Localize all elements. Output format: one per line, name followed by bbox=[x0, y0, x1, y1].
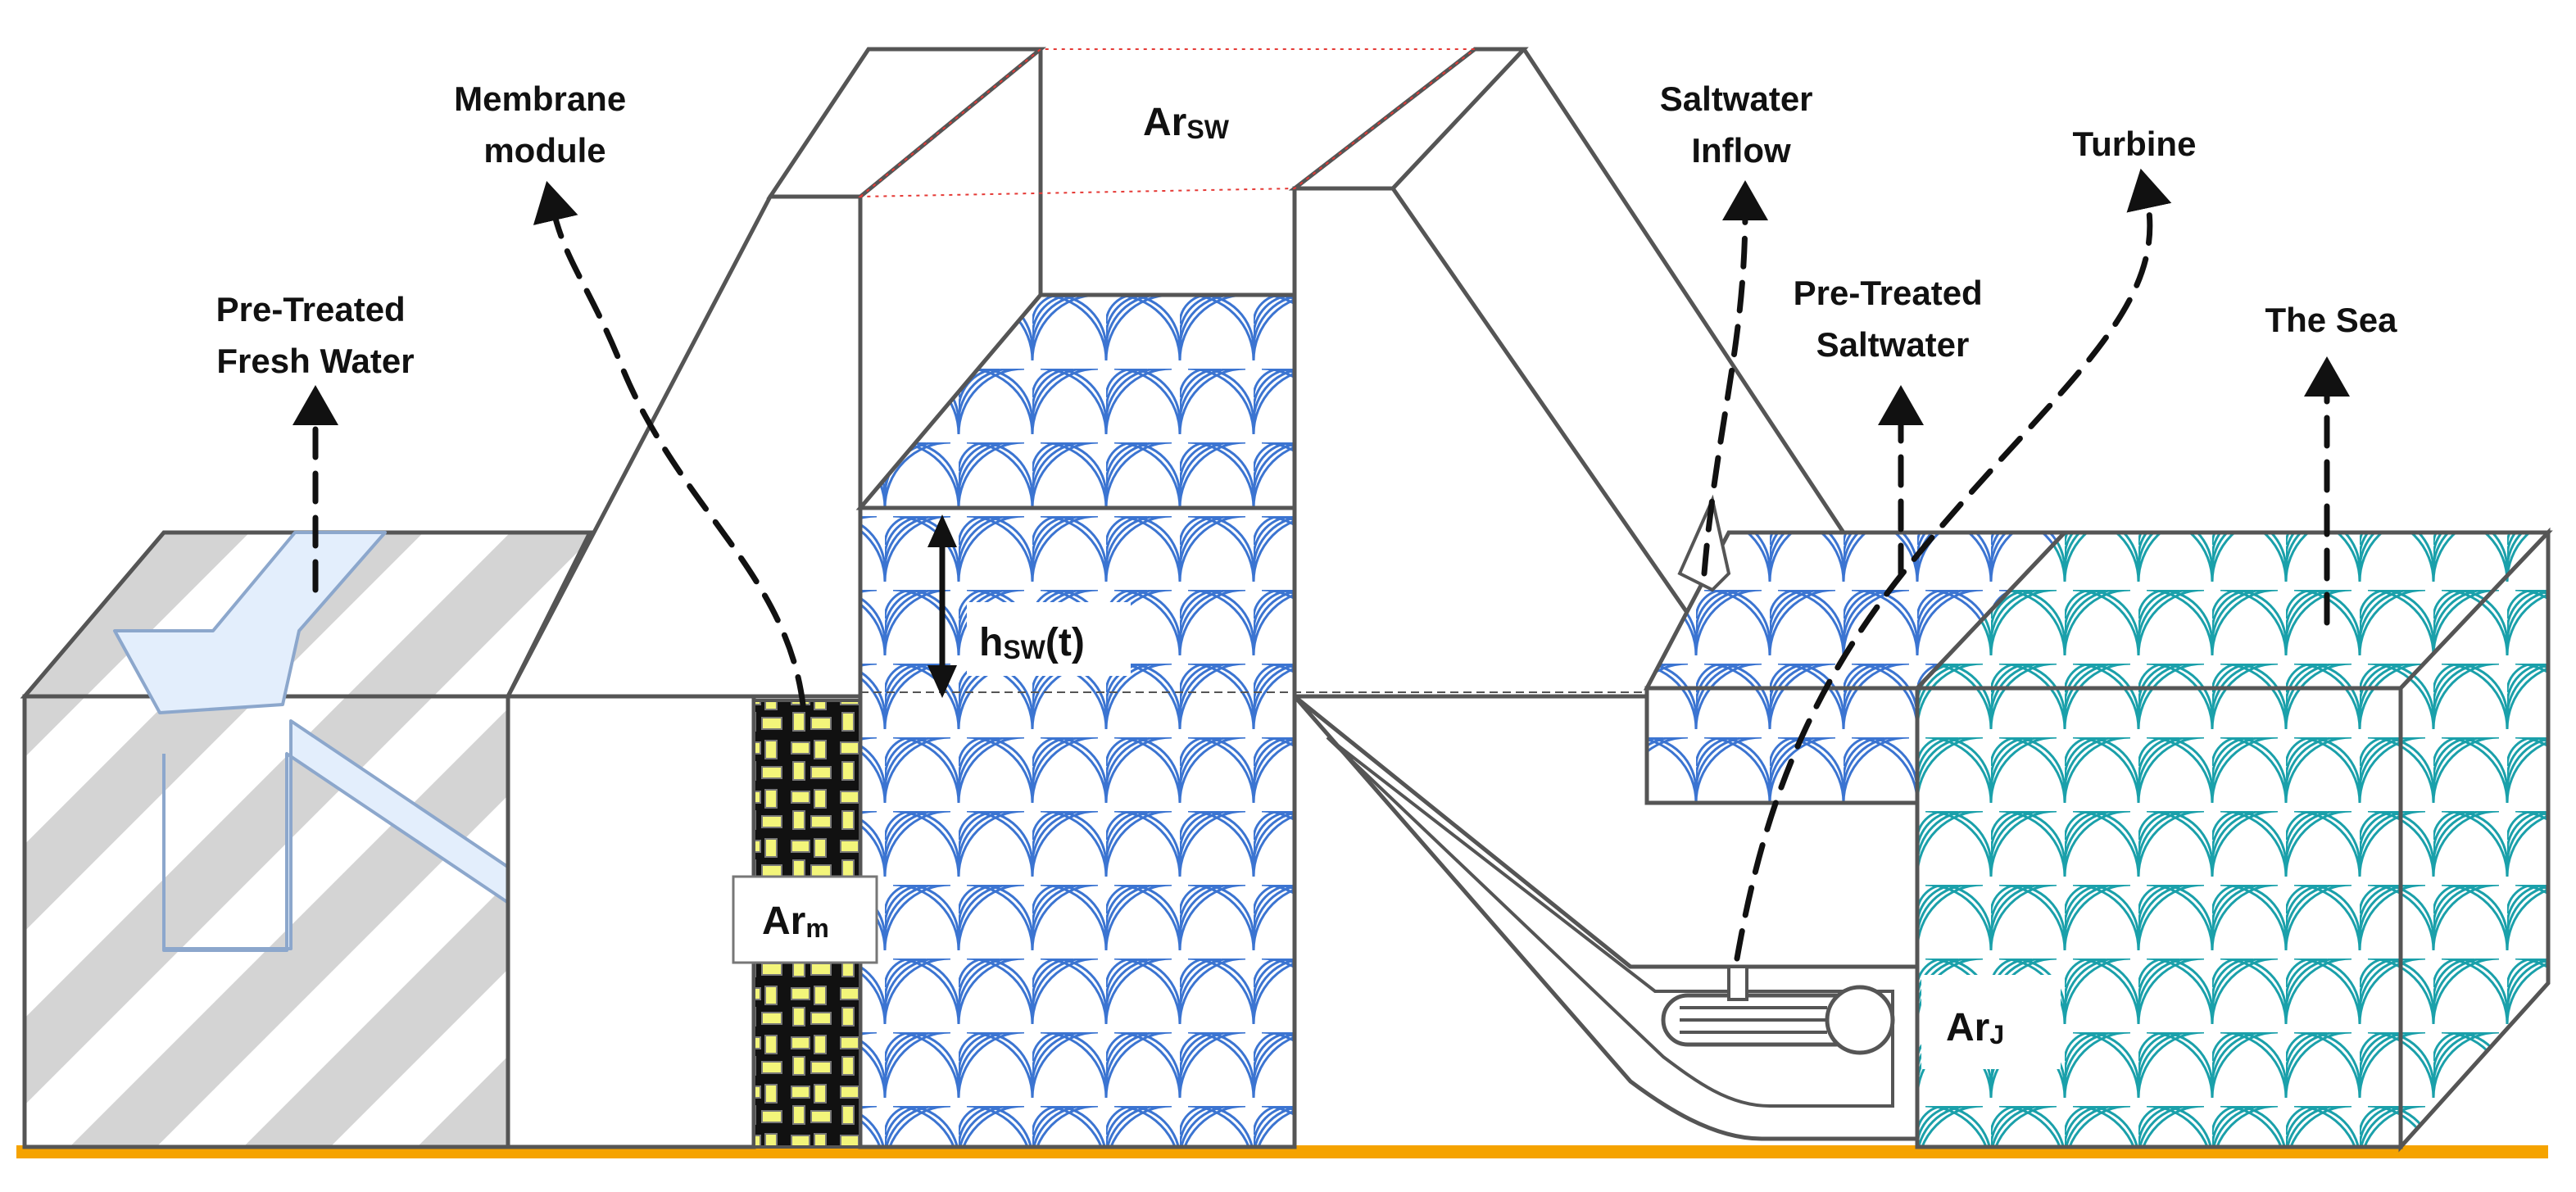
pretreated-saltwater-label: Pre-Treated Saltwater bbox=[1794, 274, 1993, 364]
membrane-label: Membrane module bbox=[454, 79, 636, 170]
dam-left-slope bbox=[504, 194, 863, 699]
fresh-water-label-line1: Pre-Treated bbox=[216, 290, 406, 329]
dam-right-crest bbox=[1288, 47, 1529, 191]
ar-sw-symbol: ArSW bbox=[1143, 101, 1230, 144]
turbine-wheel bbox=[1825, 985, 1895, 1055]
pretreated-saltwater-label-line2: Saltwater bbox=[1816, 325, 1970, 364]
fresh-water-tank bbox=[20, 530, 755, 1149]
dam-left-wall-front bbox=[506, 694, 756, 1149]
pretreated-saltwater-label-line1: Pre-Treated bbox=[1794, 274, 1983, 312]
penstock bbox=[1293, 695, 1920, 1141]
sea-side bbox=[2398, 527, 2551, 1153]
ar-j-box bbox=[1921, 975, 2061, 1069]
h-sw-symbol: hSW(t) bbox=[979, 621, 1085, 664]
fresh-water-label: Pre-Treated Fresh Water bbox=[216, 290, 415, 380]
sea-label: The Sea bbox=[2265, 301, 2397, 339]
level-arrow bbox=[927, 514, 957, 698]
fresh-water-label-line2: Fresh Water bbox=[216, 342, 414, 380]
membrane-arrow bbox=[533, 180, 806, 708]
sea-front bbox=[1915, 686, 2403, 1149]
saltwater-inflow-label: Saltwater Inflow bbox=[1660, 79, 1822, 170]
saltwater-inflow-label-line1: Saltwater bbox=[1660, 79, 1813, 118]
dam-structure bbox=[504, 47, 1846, 1149]
saltwater-inflow-label-line2: Inflow bbox=[1691, 131, 1791, 170]
dam-left-crest bbox=[766, 47, 1047, 199]
membrane-label-line1: Membrane bbox=[454, 79, 626, 118]
ar-m-box bbox=[732, 875, 878, 964]
membrane-label-line2: module bbox=[483, 131, 605, 170]
turbine-shaft bbox=[1680, 1006, 1827, 1034]
fresh-tank-front bbox=[22, 694, 510, 1149]
dam-right-body bbox=[1292, 186, 1749, 699]
ar-j-symbol: ArJ bbox=[1946, 1006, 2004, 1049]
turbine-label: Turbine bbox=[2073, 125, 2197, 163]
saltwater-inflow-arrow bbox=[1701, 180, 1768, 577]
h-sw-box bbox=[967, 602, 1131, 676]
turbine-arrow bbox=[1734, 168, 2172, 962]
turbine-hub bbox=[1727, 965, 1748, 1001]
dashed-arrows bbox=[293, 168, 2350, 962]
ar-m-symbol: Arm bbox=[762, 900, 829, 943]
reservoir-top bbox=[855, 292, 1297, 510]
